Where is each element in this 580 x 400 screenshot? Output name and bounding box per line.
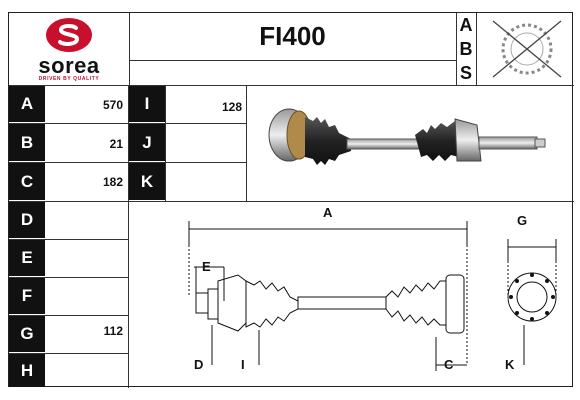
drawing-label-i: I [241, 357, 245, 372]
sorea-emblem-icon [46, 18, 92, 52]
dimension-label-c: C [9, 163, 45, 200]
abs-letter: S [459, 62, 472, 83]
dimension-label-f: F [9, 278, 45, 314]
abs-letter: A [459, 14, 473, 35]
dimension-label-k: K [129, 163, 165, 200]
divider [9, 85, 574, 86]
dimension-value-c: 182 [102, 175, 123, 189]
divider [129, 13, 130, 85]
brand-logo: sorea DRIVEN BY QUALITY [9, 13, 129, 85]
dimension-label-d: D [9, 202, 45, 238]
dimension-label-i: I [129, 86, 165, 122]
divider [9, 123, 246, 124]
dimension-label-e: E [9, 240, 45, 276]
divider [456, 13, 457, 85]
divider [9, 201, 574, 202]
dimension-label-h: H [9, 354, 45, 387]
divider [165, 85, 166, 201]
drawing-label-k: K [505, 357, 515, 372]
divider [9, 239, 128, 240]
divider [128, 85, 129, 388]
drawing-label-d: D [194, 357, 204, 372]
drawing-label-c: C [444, 357, 454, 372]
abs-ring-crossed-icon [492, 20, 562, 78]
product-sheet: sorea DRIVEN BY QUALITY FI400 A B S A 57… [8, 12, 574, 388]
dimension-value-i: 128 [221, 100, 242, 114]
dimension-label-g: G [9, 316, 45, 352]
drawing-label-a: A [323, 205, 333, 220]
divider [9, 353, 128, 354]
dimension-label-b: B [9, 124, 45, 161]
dimension-value-a: 570 [102, 98, 123, 112]
dimension-label-j: J [129, 124, 165, 161]
divider [129, 60, 456, 61]
drawing-label-g: G [517, 213, 528, 228]
brand-tagline: DRIVEN BY QUALITY [38, 76, 100, 82]
drive-shaft-drawing [188, 221, 557, 371]
dimension-label-a: A [9, 86, 45, 122]
product-code: FI400 [259, 21, 326, 51]
divider [9, 162, 246, 163]
dimension-value-g: 112 [103, 324, 123, 338]
dimension-value-b: 21 [109, 137, 123, 151]
divider [9, 315, 128, 316]
divider [476, 13, 477, 85]
divider [9, 277, 128, 278]
drive-shaft-photo [268, 108, 546, 165]
brand-name: sorea [38, 53, 100, 78]
abs-letter: B [459, 38, 473, 59]
drawing-label-e: E [202, 259, 211, 274]
divider [246, 85, 247, 201]
